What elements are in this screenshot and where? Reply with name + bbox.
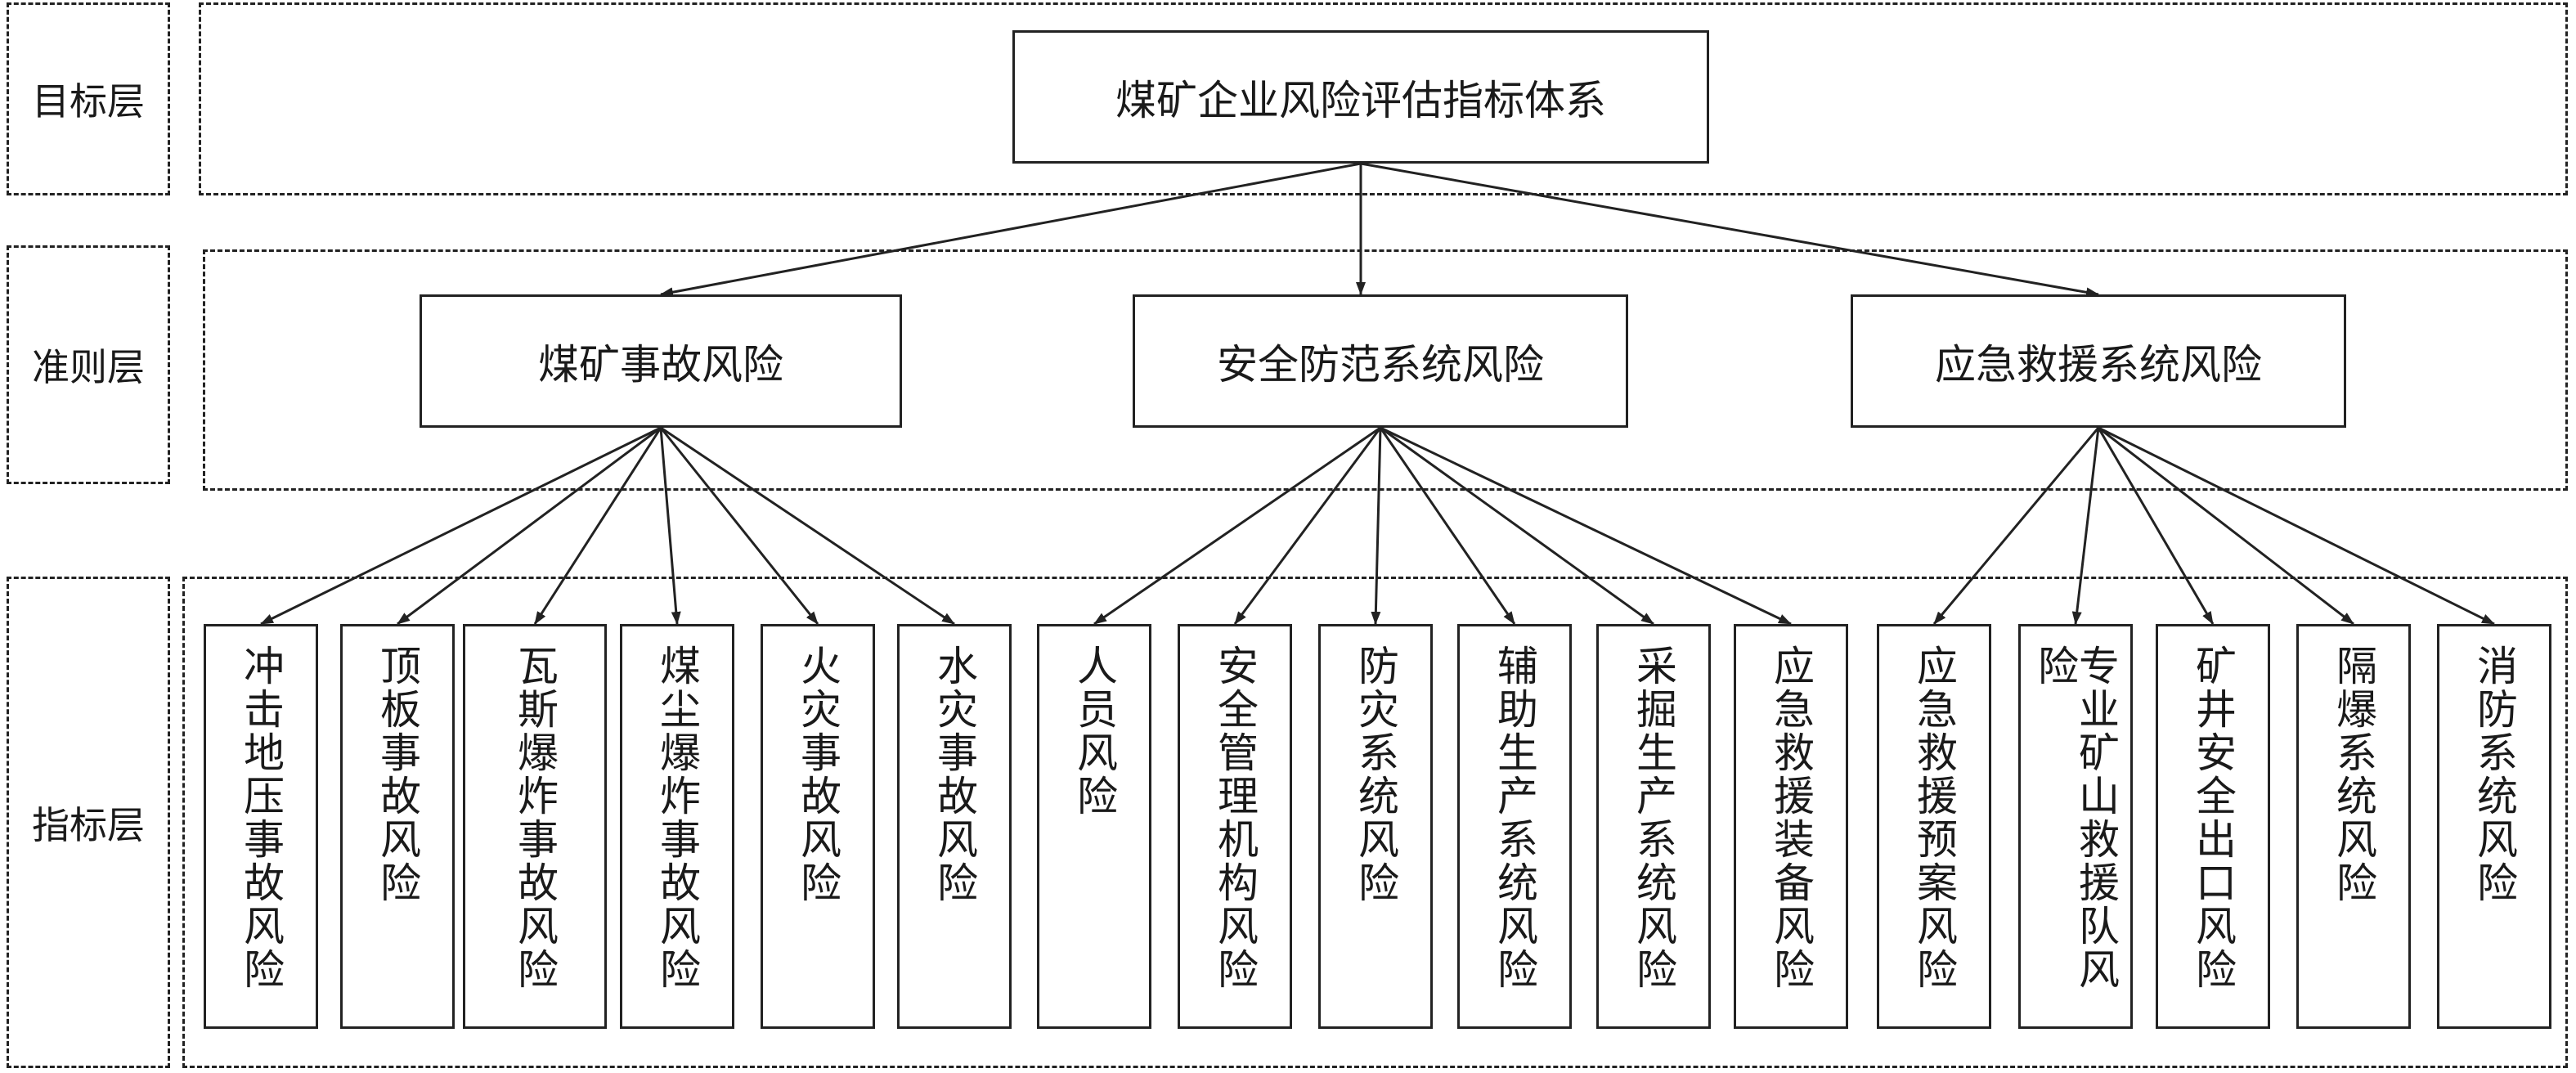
root-node: 煤矿企业风险评估指标体系 xyxy=(1012,30,1709,164)
indicator-node: 应急救援装备风险 xyxy=(1734,624,1848,1029)
criteria-to-indicator-arrow xyxy=(659,427,819,625)
indicator-node: 矿井安全出口风险 xyxy=(2156,624,2270,1029)
indicator-node: 专业矿山救援队风险 xyxy=(2018,624,2133,1029)
indicator-label: 应急救援预案风险 xyxy=(1910,644,1958,991)
root-to-criteria-arrow xyxy=(1360,162,2099,298)
layer-label-indicator: 指标层 xyxy=(7,577,170,1068)
criteria-to-indicator-arrow xyxy=(1380,426,1654,626)
indicator-node: 瓦斯爆炸事故风险 xyxy=(463,624,607,1029)
indicator-label: 消防系统风险 xyxy=(2471,644,2518,905)
criteria-node-2-label: 安全防范系统风险 xyxy=(1217,340,1544,388)
criteria-to-indicator-arrow xyxy=(660,426,955,626)
indicator-node: 应急救援预案风险 xyxy=(1877,624,1991,1029)
indicator-label: 顶板事故风险 xyxy=(374,644,421,905)
indicator-node: 采掘生产系统风险 xyxy=(1596,624,1711,1029)
criteria-to-indicator-arrow xyxy=(1380,426,1792,626)
indicator-node: 顶板事故风险 xyxy=(340,624,455,1029)
indicator-node: 火灾事故风险 xyxy=(761,624,875,1029)
indicator-node: 防灾系统风险 xyxy=(1318,624,1433,1029)
layer-label-indicator-text: 指标层 xyxy=(32,802,145,847)
criteria-to-indicator-arrow xyxy=(2097,427,2215,625)
indicator-node: 水灾事故风险 xyxy=(897,624,1012,1029)
indicator-label: 安全管理机构风险 xyxy=(1211,644,1259,991)
criteria-to-indicator-arrow xyxy=(659,427,681,625)
indicator-label: 隔爆系统风险 xyxy=(2330,644,2377,905)
criteria-node-3-label: 应急救援系统风险 xyxy=(1935,340,2262,388)
criteria-node-1: 煤矿事故风险 xyxy=(420,294,902,428)
criteria-node-1-label: 煤矿事故风险 xyxy=(538,340,783,388)
layer-label-goal: 目标层 xyxy=(7,2,170,195)
layer-label-criteria-text: 准则层 xyxy=(32,345,145,389)
indicator-label: 专业矿山救援队风险 xyxy=(2031,644,2120,991)
indicator-label: 水灾事故风险 xyxy=(931,644,978,905)
layer-label-criteria: 准则层 xyxy=(7,245,170,484)
indicator-label: 冲击地压事故风险 xyxy=(237,644,285,991)
indicator-node: 辅助生产系统风险 xyxy=(1457,624,1572,1029)
indicator-label: 矿井安全出口风险 xyxy=(2189,644,2237,991)
criteria-layer-frame xyxy=(203,249,2568,491)
goal-layer-frame xyxy=(199,2,2568,195)
layer-label-goal-text: 目标层 xyxy=(32,79,145,123)
criteria-node-3: 应急救援系统风险 xyxy=(1851,294,2346,428)
indicator-node: 煤尘爆炸事故风险 xyxy=(620,624,734,1029)
criteria-to-indicator-arrow xyxy=(2098,426,2495,626)
indicator-node: 冲击地压事故风险 xyxy=(204,624,318,1029)
indicator-label: 瓦斯爆炸事故风险 xyxy=(511,644,559,991)
indicator-node: 人员风险 xyxy=(1037,624,1151,1029)
indicator-node: 隔爆系统风险 xyxy=(2296,624,2411,1029)
root-node-label: 煤矿企业风险评估指标体系 xyxy=(1115,76,1606,124)
indicator-layer-frame xyxy=(182,577,2568,1068)
criteria-to-indicator-arrow xyxy=(2071,427,2100,625)
root-to-criteria-arrow xyxy=(660,162,1362,298)
criteria-to-indicator-arrow xyxy=(1093,426,1381,626)
criteria-to-indicator-arrow xyxy=(2098,426,2354,626)
criteria-to-indicator-arrow xyxy=(533,427,662,625)
indicator-label: 采掘生产系统风险 xyxy=(1630,644,1677,991)
indicator-label: 人员风险 xyxy=(1070,644,1118,818)
criteria-to-indicator-arrow xyxy=(1932,427,2100,625)
indicator-label: 火灾事故风险 xyxy=(794,644,841,905)
criteria-to-indicator-arrow xyxy=(1379,427,1516,625)
indicator-label: 煤尘爆炸事故风险 xyxy=(653,644,701,991)
criteria-to-indicator-arrow xyxy=(1233,427,1382,625)
criteria-to-indicator-arrow xyxy=(260,426,662,626)
indicator-label: 应急救援装备风险 xyxy=(1767,644,1815,991)
criteria-node-2: 安全防范系统风险 xyxy=(1133,294,1628,428)
indicator-label: 辅助生产系统风险 xyxy=(1491,644,1538,991)
indicator-label: 防灾系统风险 xyxy=(1352,644,1399,905)
criteria-to-indicator-arrow xyxy=(1371,427,1382,625)
criteria-to-indicator-arrow xyxy=(397,426,662,626)
indicator-node: 消防系统风险 xyxy=(2437,624,2551,1029)
indicator-node: 安全管理机构风险 xyxy=(1178,624,1292,1029)
